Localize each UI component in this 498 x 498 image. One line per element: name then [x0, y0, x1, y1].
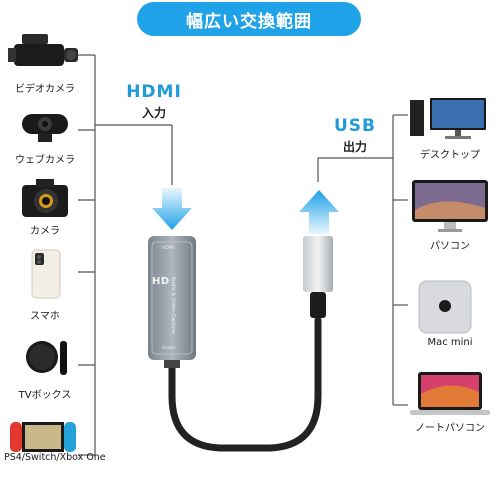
device-label: デスクトップ [420, 150, 480, 161]
capture-device-illustration [148, 236, 333, 452]
arrow-down-icon [152, 188, 192, 230]
device-text: Audio & Video Capture [170, 276, 176, 334]
device-label: PS4/Switch/Xbox One [4, 452, 106, 463]
device-label: スマホ [30, 311, 60, 322]
device-label: ノートパソコン [415, 423, 485, 434]
device-label: Mac mini [427, 337, 473, 348]
device-port-out-label: Green [162, 346, 176, 351]
device-logo: HD [152, 276, 170, 287]
camera-icon [22, 179, 68, 217]
laptop-icon [410, 372, 490, 415]
device-label: カメラ [30, 226, 60, 237]
usb-sub-label: 出力 [342, 140, 367, 154]
page-title: 幅広い交換範囲 [137, 2, 361, 36]
imac-icon [412, 180, 488, 232]
video-camera-icon [8, 34, 78, 66]
desktop-icon [410, 98, 486, 139]
usb-label: USB [333, 116, 376, 136]
game-console-icon [10, 422, 76, 452]
mac-mini-icon [418, 280, 472, 334]
smartphone-icon [31, 249, 61, 299]
device-label: ビデオカメラ [15, 84, 75, 95]
hdmi-label: HDMI [126, 82, 182, 102]
device-label: ウェブカメラ [15, 155, 75, 166]
device-label: パソコン [430, 241, 470, 252]
device-label: TVボックス [18, 390, 72, 401]
hdmi-sub-label: 入力 [141, 106, 166, 120]
device-port-in-label: HDMI [162, 246, 175, 251]
tv-box-icon [26, 341, 67, 375]
arrow-up-icon [299, 190, 339, 234]
webcam-icon [22, 114, 68, 142]
